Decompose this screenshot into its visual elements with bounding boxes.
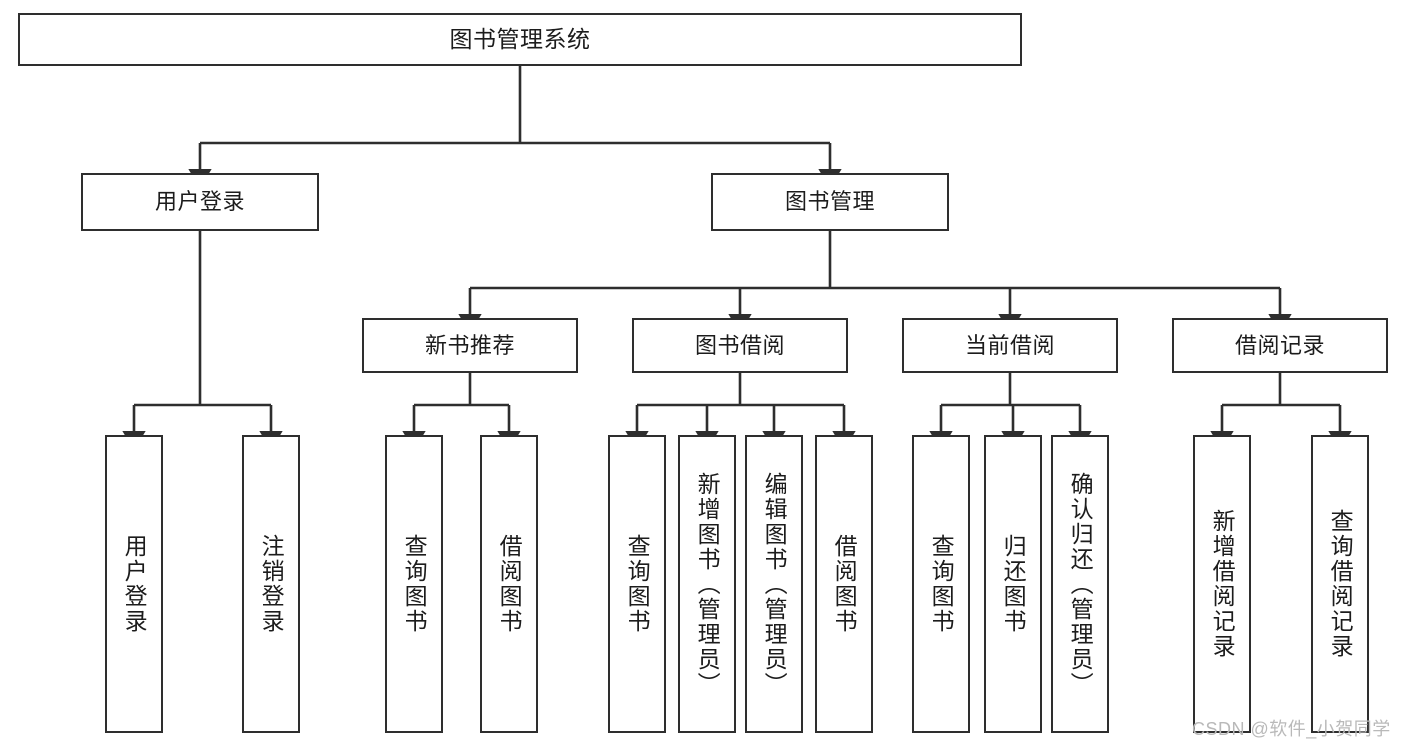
leaf-borrowing-add-book-label: 新增图书（管理员） — [694, 471, 721, 697]
node-borrow-records[interactable]: 借阅记录 — [1172, 318, 1388, 373]
leaf-record-query-label: 查询借阅记录 — [1327, 509, 1354, 659]
node-user-login-module-label: 用户登录 — [154, 189, 245, 215]
leaf-current-return-book-label: 归还图书 — [1000, 534, 1027, 634]
leaf-borrowing-borrow-book[interactable]: 借阅图书 — [815, 435, 873, 733]
node-new-book-recommendation[interactable]: 新书推荐 — [362, 318, 578, 373]
leaf-record-add-label: 新增借阅记录 — [1209, 509, 1236, 659]
leaf-borrowing-query-book[interactable]: 查询图书 — [608, 435, 666, 733]
leaf-newbook-query-book-label: 查询图书 — [401, 534, 428, 634]
leaf-user-login-label: 用户登录 — [121, 534, 148, 634]
leaf-borrowing-add-book[interactable]: 新增图书（管理员） — [678, 435, 736, 733]
node-new-book-recommendation-label: 新书推荐 — [424, 332, 515, 358]
node-book-borrowing[interactable]: 图书借阅 — [632, 318, 848, 373]
node-borrow-records-label: 借阅记录 — [1234, 332, 1325, 358]
leaf-user-logout-label: 注销登录 — [258, 534, 285, 634]
leaf-user-login[interactable]: 用户登录 — [105, 435, 163, 733]
node-current-borrowing-label: 当前借阅 — [964, 332, 1055, 358]
node-book-borrowing-label: 图书借阅 — [694, 332, 785, 358]
leaf-newbook-borrow-book[interactable]: 借阅图书 — [480, 435, 538, 733]
node-root-label: 图书管理系统 — [449, 25, 591, 52]
watermark-text: CSDN @软件_小贺同学 — [1192, 719, 1391, 739]
node-user-login-module[interactable]: 用户登录 — [81, 173, 319, 231]
leaf-newbook-borrow-book-label: 借阅图书 — [496, 534, 523, 634]
leaf-current-confirm-return[interactable]: 确认归还（管理员） — [1051, 435, 1109, 733]
leaf-record-query[interactable]: 查询借阅记录 — [1311, 435, 1369, 733]
leaf-borrowing-edit-book[interactable]: 编辑图书（管理员） — [745, 435, 803, 733]
leaf-current-query-book-label: 查询图书 — [928, 534, 955, 634]
node-book-management-module[interactable]: 图书管理 — [711, 173, 949, 231]
leaf-newbook-query-book[interactable]: 查询图书 — [385, 435, 443, 733]
node-book-management-module-label: 图书管理 — [784, 189, 875, 215]
leaf-current-query-book[interactable]: 查询图书 — [912, 435, 970, 733]
leaf-current-confirm-return-label: 确认归还（管理员） — [1067, 471, 1094, 697]
node-root[interactable]: 图书管理系统 — [18, 13, 1022, 66]
node-current-borrowing[interactable]: 当前借阅 — [902, 318, 1118, 373]
leaf-borrowing-query-book-label: 查询图书 — [624, 534, 651, 634]
leaf-user-logout[interactable]: 注销登录 — [242, 435, 300, 733]
leaf-borrowing-borrow-book-label: 借阅图书 — [831, 534, 858, 634]
leaf-current-return-book[interactable]: 归还图书 — [984, 435, 1042, 733]
leaf-record-add[interactable]: 新增借阅记录 — [1193, 435, 1251, 733]
leaf-borrowing-edit-book-label: 编辑图书（管理员） — [761, 471, 788, 697]
